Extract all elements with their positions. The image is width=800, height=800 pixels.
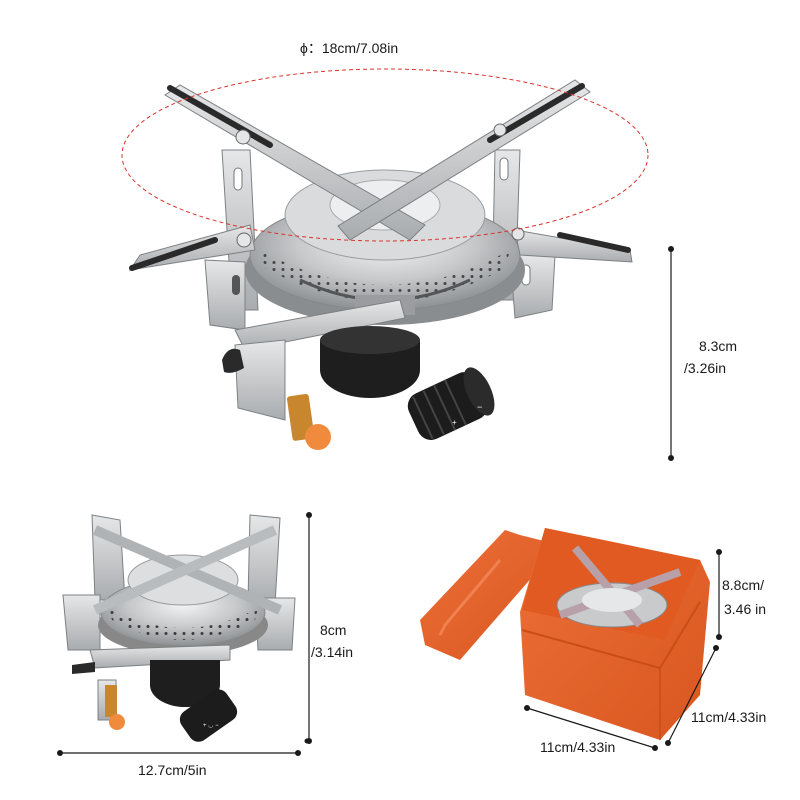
box-depth-label: 11cm/4.33in	[691, 709, 767, 725]
main-height-label-line2: /3.26in	[684, 360, 727, 376]
box-height-dimension	[716, 549, 722, 640]
folded-height-label-line2: /3.14in	[311, 644, 354, 660]
box-width-dimension	[524, 705, 658, 751]
knob-plus-mark: +	[452, 418, 457, 427]
folded-height-dimension	[306, 512, 312, 744]
folded-height-label-line1: 8cm	[320, 622, 347, 638]
diameter-label: ϕ：18cm/7.08in	[300, 40, 399, 56]
knob-minus-mark: −	[477, 402, 482, 412]
folded-width-label: 12.7cm/5in	[138, 762, 207, 778]
storage-box-image	[420, 528, 710, 740]
folded-stove-image: + ◡ −	[62, 514, 296, 742]
main-height-dimension	[668, 246, 674, 461]
box-width-label: 11cm/4.33in	[540, 739, 616, 755]
svg-text:+ ◡ −: + ◡ −	[203, 723, 219, 729]
box-depth-dimension	[665, 645, 719, 746]
folded-width-dimension	[57, 738, 310, 756]
box-height-label-line1: 8.8cm/	[722, 577, 765, 593]
box-height-label-line2: 3.46 in	[724, 601, 767, 617]
main-height-label-line1: 8.3cm	[698, 338, 738, 354]
main-stove-image: + −	[128, 79, 633, 450]
diameter-ellipse	[121, 68, 649, 242]
